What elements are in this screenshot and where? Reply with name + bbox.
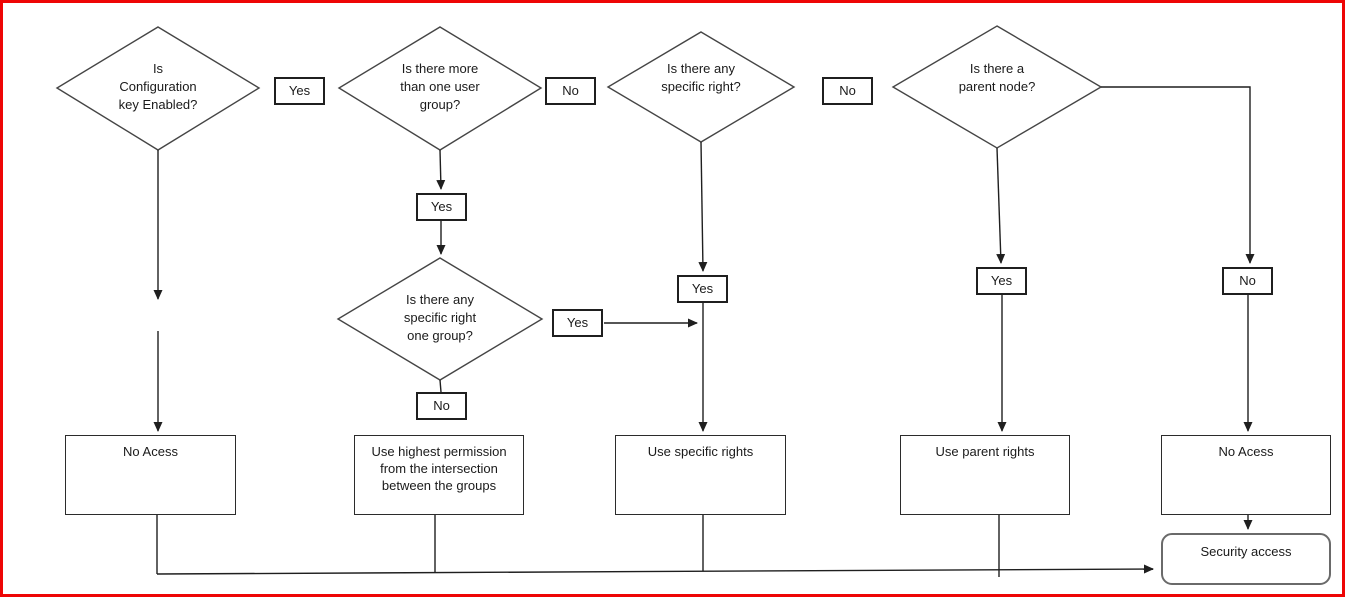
decision-config-key-label: Is Configuration key Enabled? (118, 61, 198, 112)
link-d2b-to-no (439, 379, 442, 393)
bus-to-security-access (156, 564, 1154, 575)
decision-user-group-label: Is there more than one user group? (400, 61, 480, 112)
branch-label-yes-2: Yes (416, 193, 467, 221)
arrow-d4-to-yes (996, 147, 1006, 264)
branch-label-yes-5: Yes (976, 267, 1027, 295)
outcome-use-specific-rights: Use specific rights (615, 435, 786, 515)
outcome-use-highest-permission: Use highest permission from the intersec… (354, 435, 524, 515)
branch-label-no-4: No (1222, 267, 1273, 295)
branch-label-yes-1: Yes (274, 77, 325, 105)
branch-label-no-2: No (822, 77, 873, 105)
connector-lines (153, 86, 1255, 577)
outcome-no-access-left: No Acess (65, 435, 236, 515)
outcome-use-parent-rights: Use parent rights (900, 435, 1070, 515)
branch-label-no-3: No (416, 392, 467, 420)
decision-specific-right-label: Is there any specific right? (661, 61, 741, 94)
decision-specific-right-one-group-label: Is there any specific right one group? (403, 292, 477, 343)
terminal-security-access: Security access (1161, 533, 1331, 585)
outcome-no-access-right: No Acess (1161, 435, 1331, 515)
decision-parent-node-label: Is there a parent node? (958, 61, 1036, 94)
arrow-d2-to-yes (436, 149, 446, 190)
branch-label-yes-4: Yes (677, 275, 728, 303)
elbow-d4-to-no (1101, 86, 1255, 264)
branch-label-yes-3: Yes (552, 309, 603, 337)
branch-label-no-1: No (545, 77, 596, 105)
arrow-d3-to-yes (698, 141, 708, 272)
